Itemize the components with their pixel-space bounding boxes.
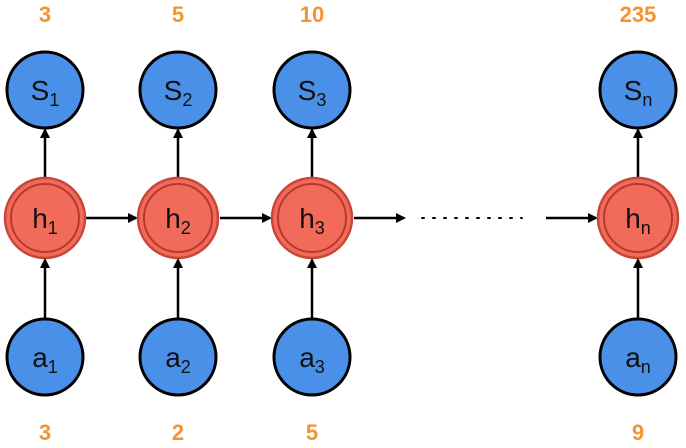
input-value: 5 xyxy=(306,420,318,445)
hidden-node-ring xyxy=(10,183,80,253)
hidden-node-ring xyxy=(277,183,347,253)
state-label: Sn xyxy=(624,75,653,110)
hidden-node-ring xyxy=(143,183,213,253)
state-label: S2 xyxy=(164,75,193,110)
output-value: 5 xyxy=(172,2,184,27)
input-label: a3 xyxy=(299,342,325,377)
column-1: 3 S1 h1 a1 3 xyxy=(3,2,87,445)
state-label: S3 xyxy=(298,75,327,110)
hidden-label: h3 xyxy=(299,203,325,238)
input-value: 9 xyxy=(632,420,644,445)
input-label: a1 xyxy=(32,342,58,377)
input-value: 2 xyxy=(172,420,184,445)
hidden-node-ring xyxy=(603,183,673,253)
output-value: 235 xyxy=(620,2,657,27)
input-node xyxy=(272,317,352,397)
hidden-label: hn xyxy=(625,203,651,238)
hidden-label: h1 xyxy=(32,203,58,238)
state-label: S1 xyxy=(31,75,60,110)
column-n: 235 Sn hn an 9 xyxy=(596,2,680,445)
column-3: 10 S3 h3 a3 5 xyxy=(270,2,354,445)
input-value: 3 xyxy=(39,420,51,445)
input-label: a2 xyxy=(165,342,191,377)
column-2: 5 S2 h2 a2 2 xyxy=(136,2,220,445)
hidden-label: h2 xyxy=(165,203,191,238)
output-value: 10 xyxy=(300,2,324,27)
input-node xyxy=(598,317,678,397)
input-node xyxy=(5,317,85,397)
input-node xyxy=(138,317,218,397)
input-label: an xyxy=(625,342,651,377)
output-value: 3 xyxy=(39,2,51,27)
